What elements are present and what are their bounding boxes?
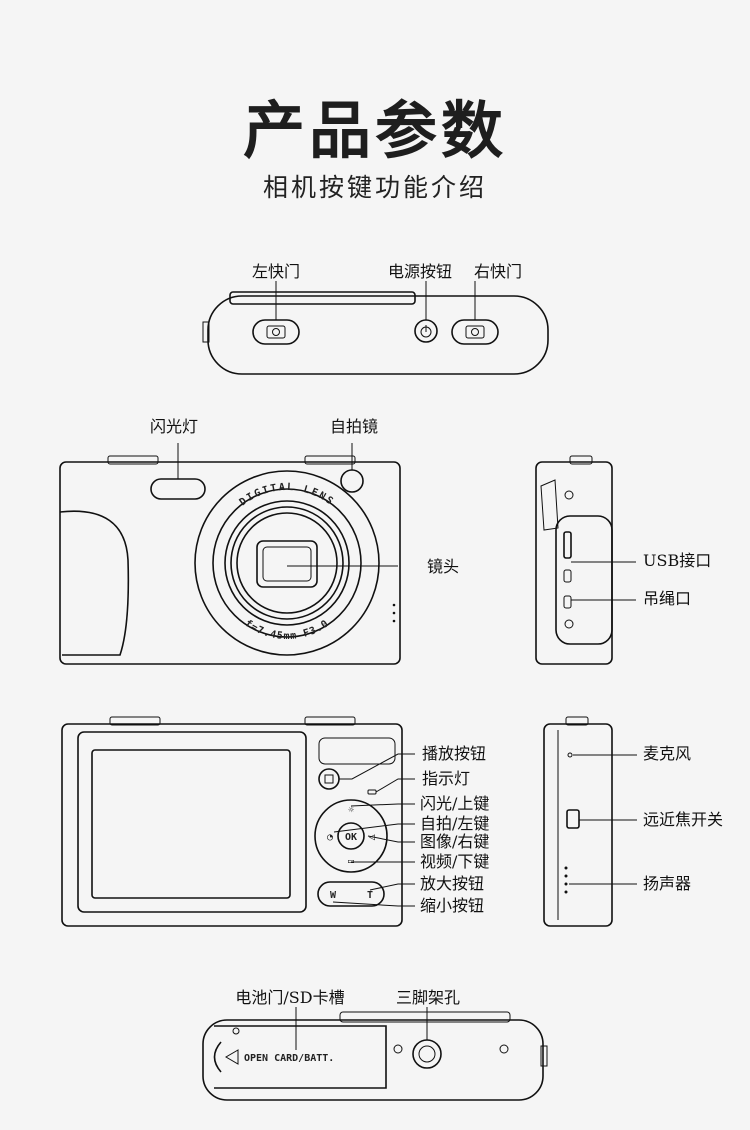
- right-side-view: USB接口 吊绳口: [535, 455, 711, 665]
- page-subtitle: 相机按键功能介绍: [262, 173, 487, 202]
- ok-text: OK: [345, 832, 357, 843]
- label-lanyard-hole: 吊绳口: [643, 589, 691, 608]
- play-icon: [324, 774, 334, 784]
- label-selfie-left-key: 自拍/左键: [420, 814, 489, 833]
- side-panel: [555, 515, 613, 645]
- label-flash: 闪光灯: [150, 417, 198, 436]
- lanyard-hole: [563, 595, 572, 609]
- label-speaker: 扬声器: [643, 874, 691, 893]
- label-focus-switch: 远近焦开关: [643, 810, 723, 829]
- back-body: [61, 723, 403, 927]
- front-body: [59, 461, 401, 665]
- left-shutter-button: [252, 319, 300, 345]
- lens-ring-top-text: DIGITAL LENS: [238, 482, 337, 508]
- lens-glass: [256, 540, 318, 588]
- front-view: DIGITAL LENS f=7.45mm F3.0 闪光灯 自拍镜 镜头: [59, 417, 459, 665]
- label-zoom-in-button: 放大按钮: [420, 874, 484, 893]
- selfie-timer-icon: ◔: [327, 832, 333, 843]
- flash-icon: ☼: [348, 805, 355, 816]
- top-view: 左快门 电源按钮 右快门: [202, 262, 549, 375]
- label-battery-door: 电池门/SD卡槽: [235, 988, 344, 1007]
- label-left-shutter: 左快门: [252, 262, 300, 281]
- lanyard-slot: [563, 569, 572, 583]
- lens-ring-2: [212, 488, 362, 638]
- label-right-shutter: 右快门: [474, 262, 522, 281]
- lens-glass-inner: [262, 546, 312, 582]
- bottom-body: [202, 1019, 544, 1101]
- usb-port: [563, 531, 572, 559]
- image-icon: ◁: [369, 832, 375, 843]
- back-view: OK ☼ ◔ ◁ ▭ W T 播放按钮 指示灯 闪光/上键 自拍/左键 图像/右…: [61, 716, 489, 927]
- zoom-w-text: W: [330, 890, 337, 901]
- open-arrow-icon: [225, 1049, 239, 1065]
- lens-outer-ring: [194, 470, 380, 656]
- page-title: 产品参数: [242, 94, 507, 167]
- battery-door: [214, 1025, 387, 1089]
- top-body: [207, 295, 549, 375]
- lens-ring-bottom-text: f=7.45mm F3.0: [243, 618, 332, 642]
- screen: [91, 749, 291, 899]
- label-usb-port: USB接口: [643, 551, 711, 570]
- label-lens: 镜头: [427, 557, 459, 576]
- tripod-hole: [412, 1039, 442, 1069]
- label-indicator-light: 指示灯: [422, 769, 470, 788]
- zoom-t-text: T: [367, 890, 373, 901]
- flash-window: [150, 478, 206, 500]
- label-power-button: 电源按钮: [388, 262, 452, 281]
- top-side-tab: [202, 321, 210, 343]
- focus-switch: [566, 809, 580, 829]
- label-microphone: 麦克风: [643, 744, 691, 763]
- zoom-rocker: [317, 881, 385, 907]
- left-side-view: 麦克风 远近焦开关 扬声器: [543, 716, 723, 927]
- lens-ring-4: [230, 506, 344, 620]
- indicator-light: [367, 789, 377, 795]
- d-pad: [314, 799, 388, 873]
- label-tripod-hole: 三脚架孔: [396, 988, 460, 1007]
- label-video-down-key: 视频/下键: [420, 852, 489, 871]
- lens-ring-5: [236, 512, 338, 614]
- ok-button: [337, 822, 365, 850]
- label-flash-up-key: 闪光/上键: [420, 794, 489, 813]
- camera-icon: [465, 325, 485, 339]
- side-body-left: [543, 723, 613, 927]
- label-selfie-mirror: 自拍镜: [330, 417, 378, 436]
- label-play-button: 播放按钮: [422, 744, 486, 763]
- label-image-right-key: 图像/右键: [420, 832, 489, 851]
- open-door-text: OPEN CARD/BATT.: [244, 1053, 334, 1064]
- microphone-hole: [567, 752, 573, 758]
- lens-ring-3: [224, 500, 350, 626]
- screen-bezel: [77, 731, 307, 913]
- front-grip: [59, 510, 130, 656]
- bottom-view: OPEN CARD/BATT. 电池门/SD卡槽 三脚架孔: [202, 988, 548, 1101]
- right-shutter-button: [451, 319, 499, 345]
- play-button: [318, 768, 340, 790]
- camera-icon: [266, 325, 286, 339]
- side-body-right: [535, 461, 613, 665]
- label-zoom-out-button: 缩小按钮: [420, 896, 484, 915]
- top-ridge: [229, 291, 416, 305]
- selfie-mirror: [340, 469, 364, 493]
